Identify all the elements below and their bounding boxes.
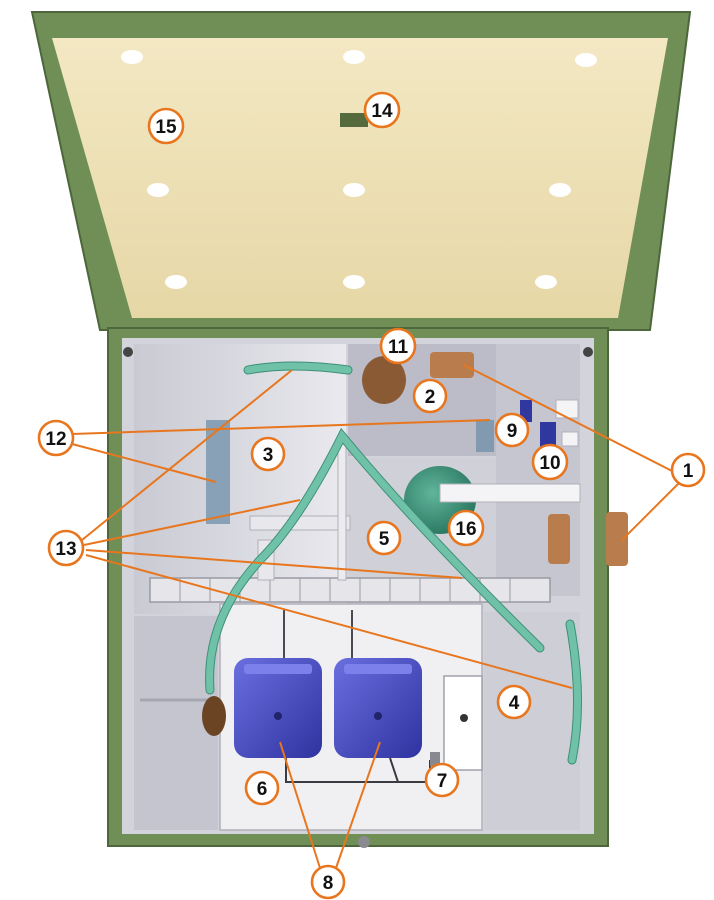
callout-6: 6: [244, 770, 280, 806]
pump-10: [540, 422, 556, 450]
compressor-left: [234, 658, 322, 758]
svg-text:12: 12: [45, 429, 66, 450]
svg-text:11: 11: [388, 337, 409, 358]
lid: [30, 11, 692, 331]
leader-lines: [71, 364, 685, 869]
svg-text:13: 13: [55, 539, 76, 560]
callout-9: 9: [494, 412, 530, 448]
airlift-pipe-11: [362, 356, 406, 404]
callout-3: 3: [250, 436, 286, 472]
inlet-pipe-top: [430, 352, 474, 378]
callout-7: 7: [424, 762, 460, 798]
svg-text:9: 9: [507, 421, 518, 442]
svg-text:8: 8: [323, 873, 334, 894]
svg-text:14: 14: [371, 101, 393, 122]
svg-text:10: 10: [539, 453, 560, 474]
svg-text:3: 3: [263, 445, 274, 466]
compressor-right: [334, 658, 422, 758]
pipe-connector: [548, 514, 570, 564]
callout-14: 14: [363, 91, 401, 129]
svg-text:4: 4: [509, 693, 520, 714]
biofilter-panel-2: [476, 420, 494, 452]
callout-5: 5: [366, 520, 402, 556]
callouts: 1 2 3 4 5 6 7 8: [37, 91, 706, 900]
control-unit: [358, 675, 483, 848]
svg-text:5: 5: [379, 529, 390, 550]
aeration-hoses: [205, 361, 582, 765]
callout-13: 13: [47, 529, 85, 567]
outlet-pipe-bottom-left: [202, 696, 226, 736]
inlet-pipe-side: [606, 512, 628, 566]
svg-text:15: 15: [155, 117, 177, 138]
svg-text:2: 2: [425, 387, 436, 408]
compressors: [234, 610, 431, 783]
svg-text:6: 6: [257, 779, 268, 800]
callout-2: 2: [412, 378, 448, 414]
callout-11: 11: [379, 327, 417, 365]
callout-4: 4: [496, 684, 532, 720]
callout-12: 12: [37, 419, 75, 457]
svg-text:16: 16: [455, 519, 476, 540]
lid-vent-holes: [121, 50, 597, 289]
lid-lock-slot: [340, 113, 368, 127]
callout-1: 1: [670, 452, 706, 488]
svg-text:1: 1: [683, 461, 694, 482]
callout-8: 8: [310, 864, 346, 900]
svg-text:7: 7: [437, 771, 448, 792]
callout-15: 15: [147, 107, 185, 145]
callout-10: 10: [531, 443, 569, 481]
callout-16: 16: [447, 509, 485, 547]
